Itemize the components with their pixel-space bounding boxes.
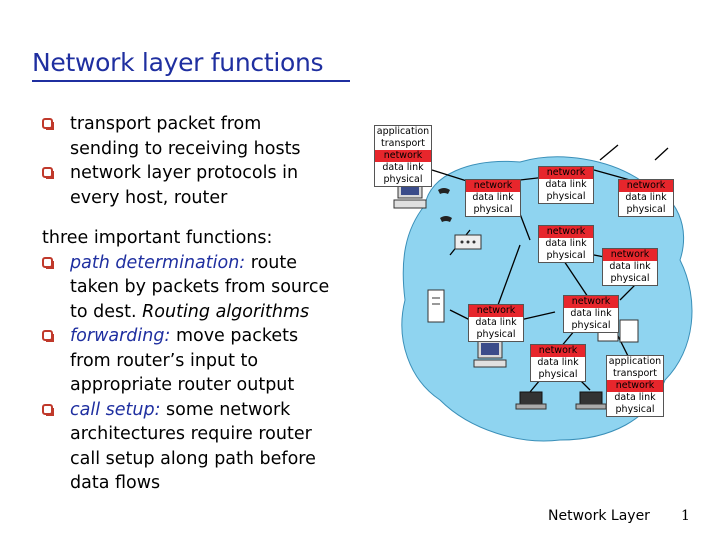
layer-datalink: data link — [382, 162, 424, 173]
layer-datalink: data link — [570, 308, 612, 319]
layer-application: application — [608, 356, 662, 367]
layer-datalink: data link — [475, 317, 517, 328]
function-line: from router’s input to — [70, 350, 259, 371]
function-line: taken by packets from source — [70, 277, 330, 297]
page-title: Network layer functions — [32, 48, 324, 77]
layer-physical: physical — [626, 204, 666, 215]
layer-transport: transport — [381, 138, 425, 149]
layer-network: network — [539, 167, 593, 179]
layer-network: network — [619, 180, 673, 192]
layer-physical: physical — [610, 273, 650, 284]
layer-datalink: data link — [614, 392, 656, 403]
bullet-icon — [42, 118, 54, 130]
router-stack: network data link physical — [602, 248, 658, 286]
layer-datalink: data link — [609, 261, 651, 272]
router-stack: network data link physical — [468, 304, 524, 342]
layer-physical: physical — [546, 250, 586, 261]
bullet-item: network layer protocols in every host, r… — [42, 161, 362, 210]
function-item: path determination: route taken by packe… — [42, 251, 362, 325]
link-line — [654, 147, 669, 161]
telephone-icon — [438, 188, 452, 222]
router-stack: network data link physical — [538, 225, 594, 263]
bullet-item: transport packet from sending to receivi… — [42, 112, 362, 161]
link-line — [593, 169, 631, 181]
link-line — [497, 244, 521, 306]
link-line — [529, 379, 541, 393]
bullet-icon — [42, 167, 54, 179]
layer-transport: transport — [613, 368, 657, 379]
layer-datalink: data link — [537, 357, 579, 368]
layer-physical: physical — [615, 404, 655, 415]
bullet-line: transport packet from — [70, 114, 262, 134]
layer-physical: physical — [571, 320, 611, 331]
link-line — [519, 311, 556, 321]
function-item: forwarding: move packets from router’s i… — [42, 324, 362, 398]
host-stack-right: application transport network data link … — [606, 355, 664, 417]
router-stack: network data link physical — [618, 179, 674, 217]
bullet-line: every host, router — [70, 187, 228, 208]
layer-physical: physical — [476, 329, 516, 340]
router-stack: network data link physical — [563, 295, 619, 333]
functions-heading: three important functions: — [42, 228, 273, 248]
function-line: appropriate router output — [70, 375, 295, 395]
router-stack: network data link physical — [538, 166, 594, 204]
function-item: call setup: some network architectures r… — [42, 398, 362, 496]
function-italic: Routing algorithms — [142, 301, 310, 322]
layer-physical: physical — [473, 204, 513, 215]
laptop-icon — [575, 391, 607, 410]
layer-application: application — [376, 126, 430, 137]
server-tower-icon — [427, 289, 445, 323]
layer-physical: physical — [383, 174, 423, 185]
layer-network: network — [607, 380, 663, 392]
layer-network: network — [564, 296, 618, 308]
layer-network: network — [466, 180, 520, 192]
layer-physical: physical — [538, 369, 578, 380]
layer-network: network — [539, 226, 593, 238]
layer-network: network — [375, 150, 431, 162]
link-line — [449, 309, 471, 321]
router-stack: network data link physical — [465, 179, 521, 217]
footer-label: Network Layer — [548, 508, 650, 524]
function-term: path determination: — [70, 252, 246, 273]
function-text: some network — [160, 399, 291, 420]
link-line — [599, 144, 619, 161]
layer-datalink: data link — [625, 192, 667, 203]
bullet-line: sending to receiving hosts — [70, 138, 301, 159]
layer-datalink: data link — [545, 238, 587, 249]
function-line: architectures require router — [70, 424, 312, 444]
bullet-icon — [42, 256, 54, 269]
link-line — [431, 169, 471, 183]
function-text: move packets — [170, 326, 299, 346]
function-term: call setup: — [70, 399, 161, 420]
layer-datalink: data link — [472, 192, 514, 203]
layer-datalink: data link — [545, 179, 587, 190]
page-number: 1 — [681, 508, 690, 524]
laptop-icon — [515, 391, 547, 410]
layer-network: network — [469, 305, 523, 317]
title-underline — [32, 80, 350, 82]
text-panel: transport packet from sending to receivi… — [42, 112, 362, 496]
function-line: call setup along path before — [70, 448, 316, 469]
host-stack-left: application transport network data link … — [374, 125, 432, 187]
function-text: route — [245, 252, 298, 273]
layer-network: network — [531, 345, 585, 357]
bullet-icon — [42, 403, 54, 416]
layer-network: network — [603, 249, 657, 261]
function-term: forwarding: — [70, 326, 171, 346]
bullet-line: network layer protocols in — [70, 163, 299, 183]
function-line: data flows — [70, 473, 161, 493]
host-computer-icon — [473, 339, 507, 368]
layer-physical: physical — [546, 191, 586, 202]
function-line: to dest. — [70, 301, 143, 322]
router-stack: network data link physical — [530, 344, 586, 382]
modem-icon — [454, 234, 482, 250]
bullet-icon — [42, 330, 54, 342]
